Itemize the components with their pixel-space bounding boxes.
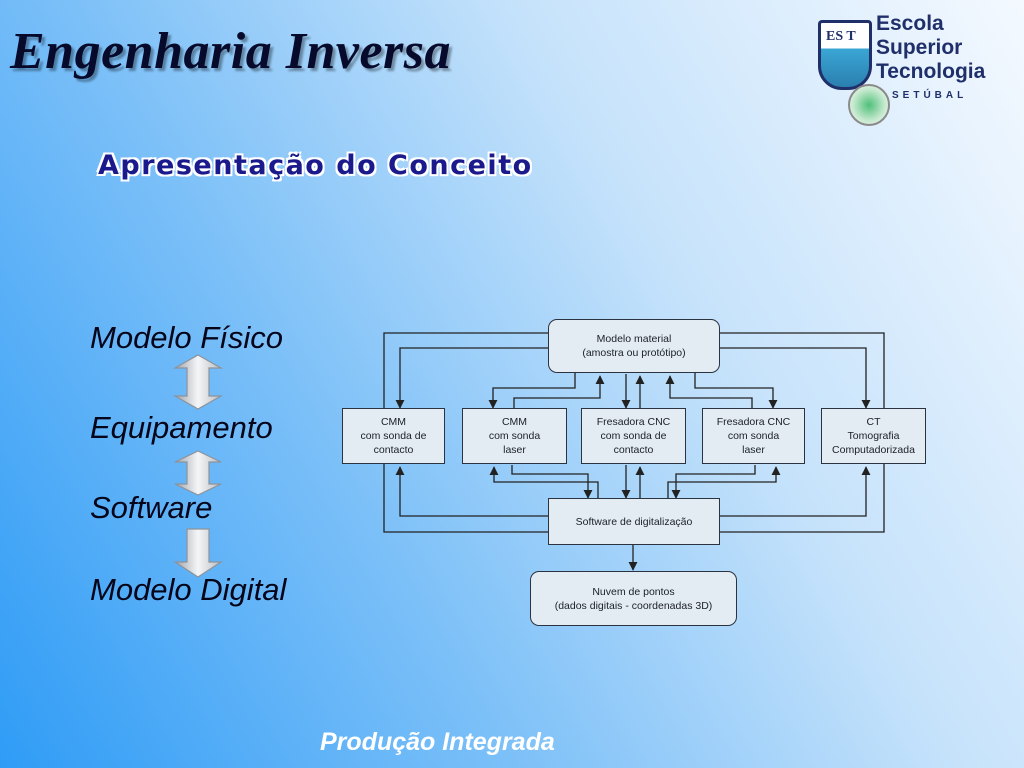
node-nuvem-pontos-line2: (dados digitais - coordenadas 3D)	[554, 599, 713, 612]
node-cmm-laser: CMM com sonda laser	[462, 408, 567, 464]
node-modelo-material-line1: Modelo material	[596, 333, 672, 345]
slide-footer: Produção Integrada	[320, 728, 555, 756]
node-ct: CT Tomografia Computadorizada	[821, 408, 926, 464]
seal-icon	[848, 84, 890, 126]
logo-shield-text: ES T	[826, 29, 856, 44]
step-modelo-digital: Modelo Digital	[90, 572, 287, 607]
step-modelo-fisico: Modelo Físico	[90, 320, 283, 355]
slide-title: Engenharia Inversa	[10, 23, 451, 80]
node-fresadora-laser-line2: com sonda	[727, 430, 780, 442]
logo-line-1: Escola	[876, 12, 944, 35]
node-cmm-contacto-line2: com sonda de	[360, 430, 427, 442]
node-software: Software de digitalização	[548, 498, 720, 545]
node-fresadora-contacto-line2: com sonda de	[600, 430, 667, 442]
node-software-line1: Software de digitalização	[575, 515, 693, 528]
double-arrow-icon	[172, 354, 224, 410]
logo-line-2: Superior	[876, 36, 963, 59]
shield-icon: ES T	[818, 20, 872, 90]
node-cmm-laser-line3: laser	[503, 444, 526, 456]
node-cmm-laser-line1: CMM	[501, 416, 528, 428]
node-cmm-contacto-line3: contacto	[373, 444, 414, 456]
node-ct-line3: Computadorizada	[832, 444, 915, 456]
node-fresadora-laser-line1: Fresadora CNC	[716, 416, 791, 428]
node-ct-line1: CT	[866, 416, 881, 428]
node-cmm-contacto-line1: CMM	[380, 416, 407, 428]
logo-line-3: Tecnologia	[876, 60, 986, 83]
node-fresadora-contacto-line3: contacto	[613, 444, 654, 456]
node-fresadora-laser: Fresadora CNC com sonda laser	[702, 408, 805, 464]
school-logo: ES T Escola Superior Tecnologia SETÚBAL	[816, 12, 1016, 130]
node-fresadora-contacto-line1: Fresadora CNC	[596, 416, 671, 428]
node-cmm-contacto: CMM com sonda de contacto	[342, 408, 445, 464]
slide-subtitle: Apresentação do Conceito	[98, 150, 533, 181]
step-equipamento: Equipamento	[90, 410, 273, 445]
logo-city: SETÚBAL	[892, 90, 968, 101]
node-fresadora-contacto: Fresadora CNC com sonda de contacto	[581, 408, 686, 464]
down-arrow-icon	[172, 528, 224, 578]
node-modelo-material: Modelo material (amostra ou protótipo)	[548, 319, 720, 373]
node-fresadora-laser-line3: laser	[742, 444, 765, 456]
node-nuvem-pontos: Nuvem de pontos (dados digitais - coorde…	[530, 571, 737, 626]
node-modelo-material-line2: (amostra ou protótipo)	[582, 347, 686, 359]
node-cmm-laser-line2: com sonda	[488, 430, 541, 442]
node-ct-line2: Tomografia	[847, 430, 900, 442]
double-arrow-icon	[174, 450, 222, 496]
step-software: Software	[90, 490, 213, 525]
node-nuvem-pontos-line1: Nuvem de pontos	[592, 585, 675, 598]
